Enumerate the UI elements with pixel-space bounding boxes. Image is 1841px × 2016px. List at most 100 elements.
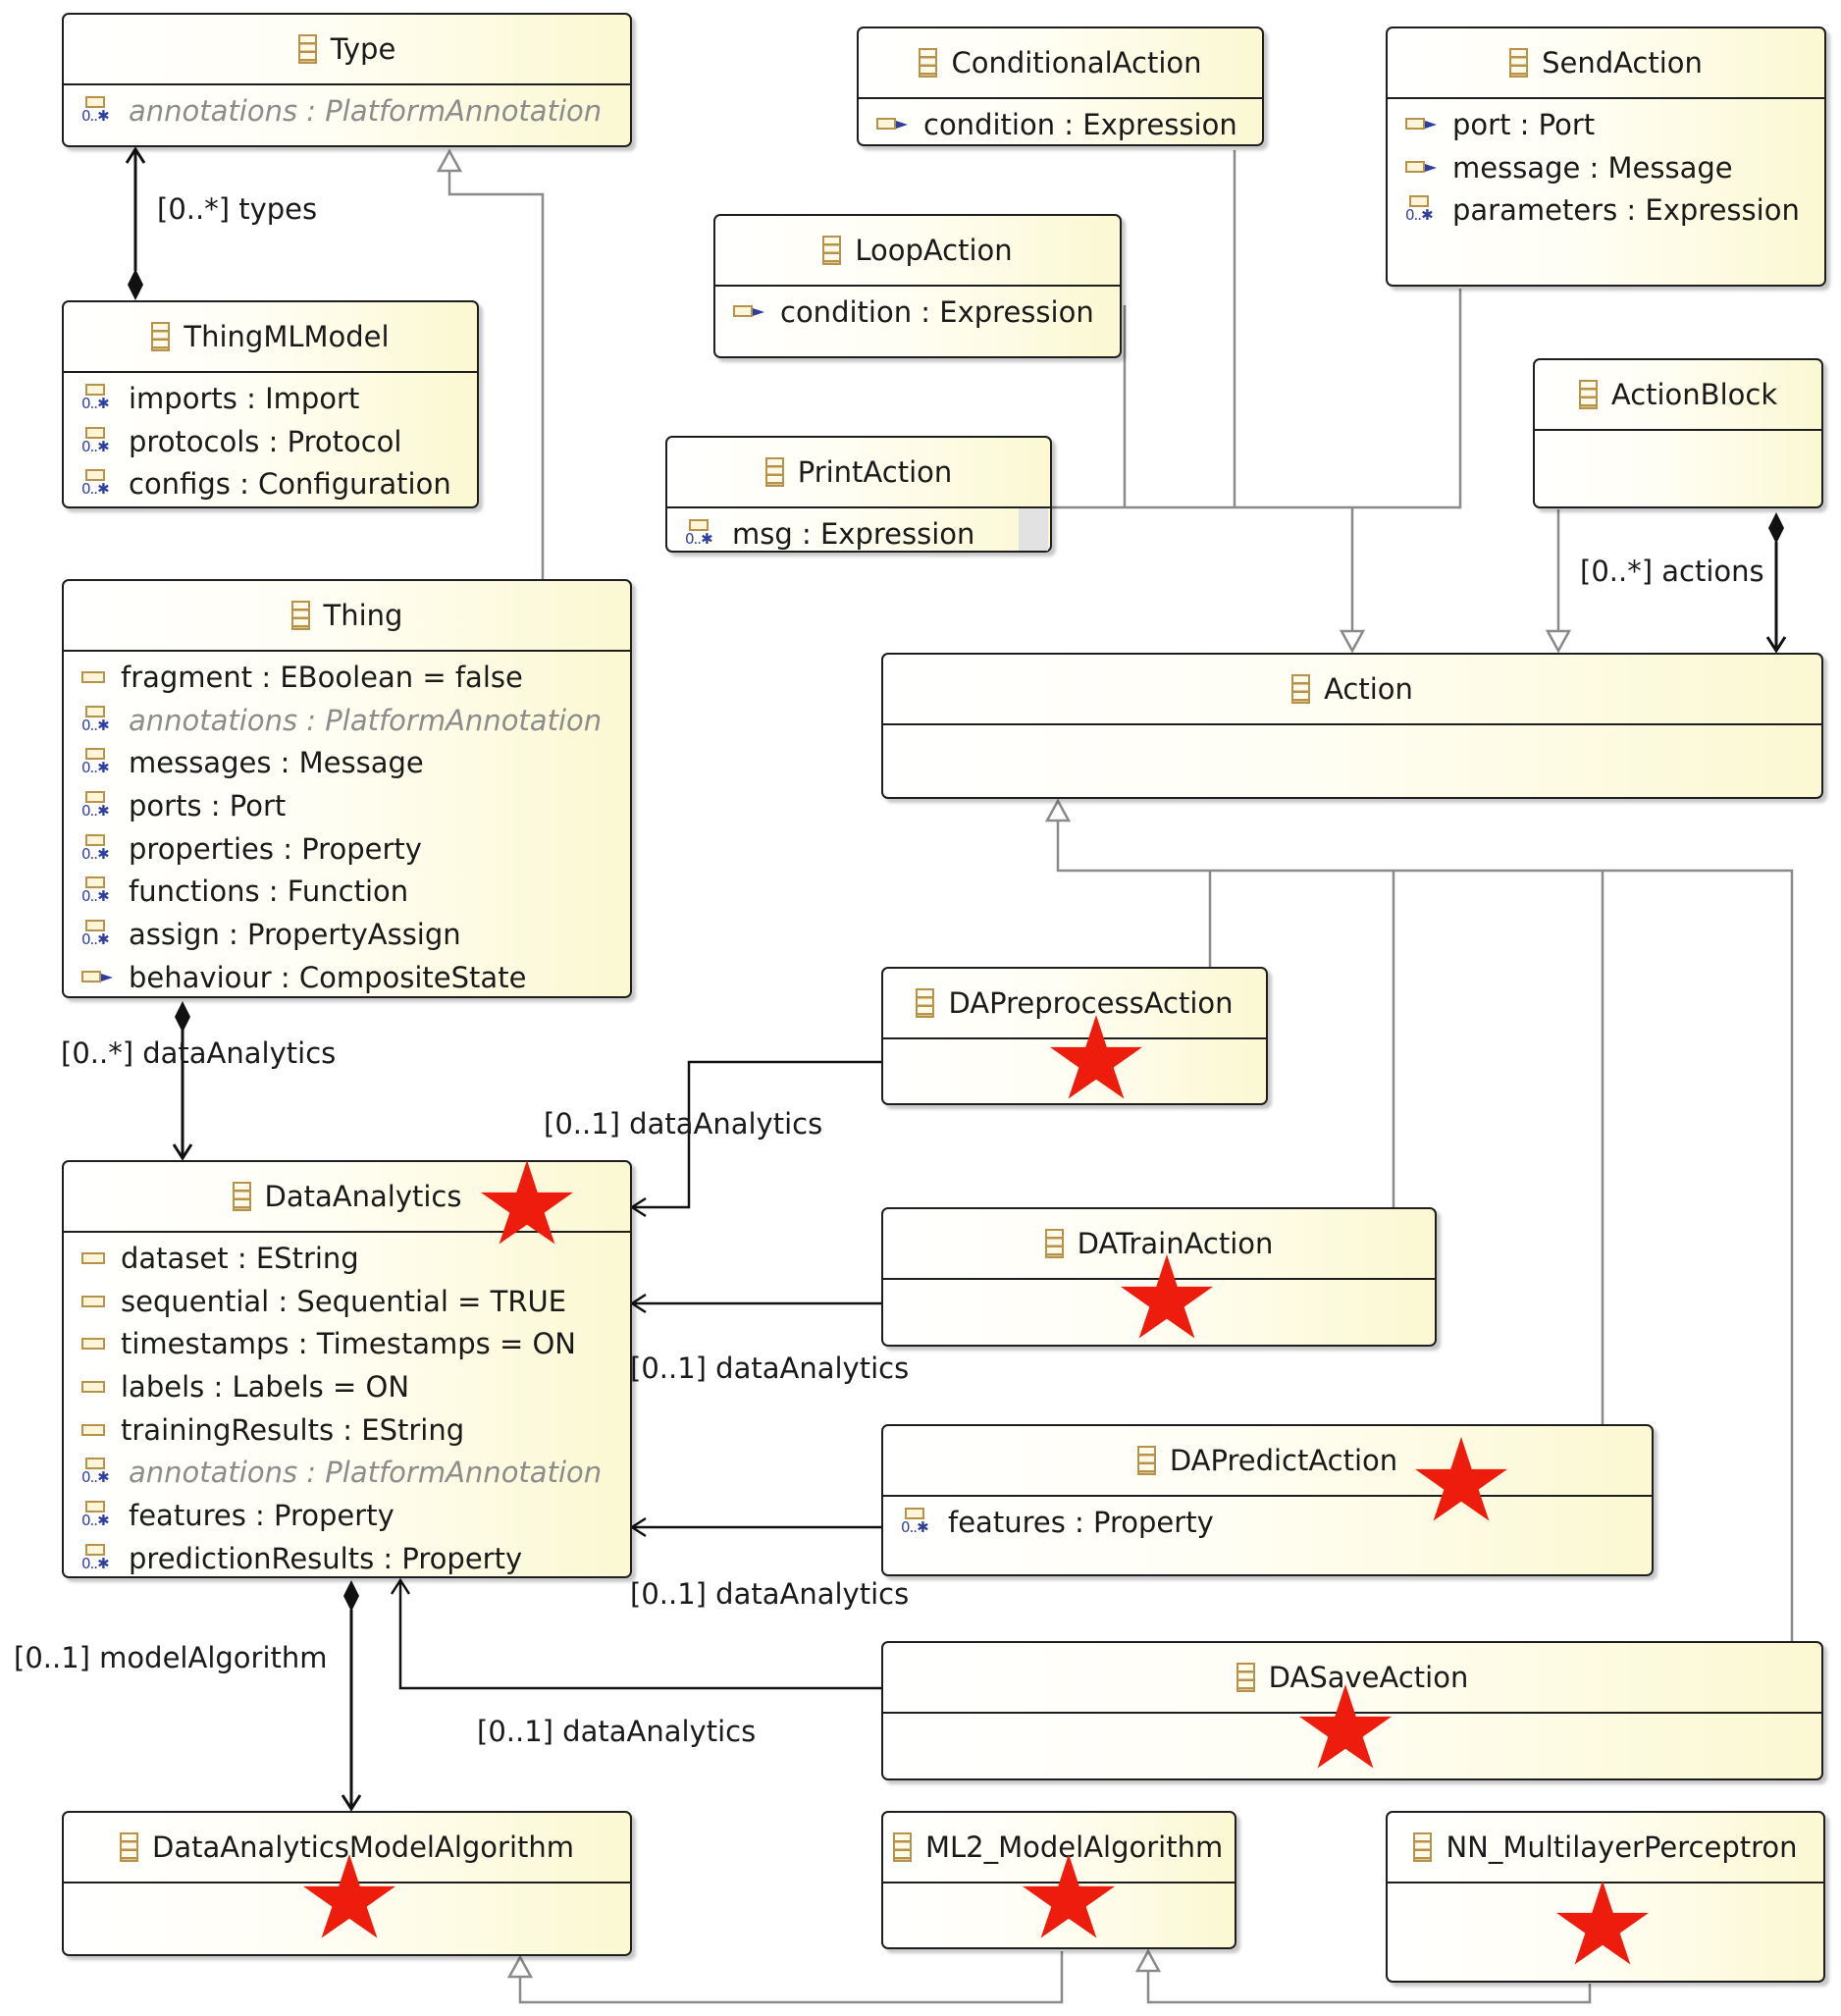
attribute-row[interactable]: imports : Import bbox=[64, 377, 477, 420]
attribute-text: condition : Expression bbox=[780, 294, 1094, 329]
attribute-icon bbox=[81, 1295, 105, 1307]
attribute-text: msg : Expression bbox=[732, 516, 975, 551]
attribute-row[interactable]: features : Property bbox=[883, 1501, 1652, 1544]
class-icon bbox=[1578, 380, 1598, 409]
class-name: ThingMLModel bbox=[184, 320, 390, 353]
attribute-row[interactable]: behaviour : CompositeState bbox=[64, 956, 630, 999]
class-name: DAPredictAction bbox=[1169, 1444, 1398, 1477]
class-thingml-model[interactable]: ThingMLModel imports : Import protocols :… bbox=[62, 300, 479, 508]
attribute-text: trainingResults : EString bbox=[121, 1412, 465, 1447]
attribute-row[interactable]: ports : Port bbox=[64, 784, 630, 827]
attribute-list: annotations : PlatformAnnotation bbox=[64, 85, 630, 133]
class-name: DASaveAction bbox=[1268, 1661, 1469, 1694]
attribute-list bbox=[883, 725, 1821, 729]
reference-many-icon bbox=[81, 94, 115, 128]
attribute-list bbox=[883, 1039, 1266, 1043]
attribute-row[interactable]: trainingResults : EString bbox=[64, 1408, 630, 1452]
attribute-row[interactable]: timestamps : Timestamps = ON bbox=[64, 1322, 630, 1365]
class-ml2-model-algorithm[interactable]: ML2_ModelAlgorithm bbox=[881, 1811, 1236, 1949]
class-header: PrintAction bbox=[667, 438, 1050, 508]
attribute-row[interactable]: fragment : EBoolean = false bbox=[64, 656, 630, 699]
class-icon bbox=[119, 1832, 138, 1862]
label-save-data-analytics: [0..1] dataAnalytics bbox=[477, 1715, 757, 1748]
class-header: Thing bbox=[64, 581, 630, 652]
attribute-list bbox=[1535, 431, 1821, 435]
class-header: ConditionalAction bbox=[859, 28, 1262, 99]
attribute-row[interactable]: msg : Expression bbox=[667, 512, 1050, 556]
attribute-row[interactable]: condition : Expression bbox=[715, 291, 1120, 334]
reference-many-icon bbox=[81, 382, 115, 415]
class-print-action[interactable]: PrintAction msg : Expression bbox=[665, 436, 1052, 553]
reference-many-icon bbox=[81, 832, 115, 866]
scrollbar-stub[interactable] bbox=[1019, 508, 1048, 551]
attribute-text: behaviour : CompositeState bbox=[129, 960, 527, 994]
class-name: NN_MultilayerPerceptron bbox=[1446, 1830, 1798, 1864]
attribute-row[interactable]: sequential : Sequential = TRUE bbox=[64, 1280, 630, 1323]
class-name: DAPreprocessAction bbox=[948, 986, 1234, 1020]
attribute-text: features : Property bbox=[948, 1505, 1214, 1539]
attribute-row[interactable]: annotations : PlatformAnnotation bbox=[64, 699, 630, 742]
attribute-text: parameters : Expression bbox=[1452, 193, 1800, 228]
class-name: ActionBlock bbox=[1610, 378, 1778, 411]
attribute-row[interactable]: features : Property bbox=[64, 1494, 630, 1537]
class-header: DAPreprocessAction bbox=[883, 969, 1266, 1039]
attribute-row[interactable]: labels : Labels = ON bbox=[64, 1365, 630, 1408]
class-header: ML2_ModelAlgorithm bbox=[883, 1813, 1235, 1883]
attribute-text: message : Message bbox=[1452, 150, 1733, 185]
reference-many-icon bbox=[81, 704, 115, 737]
composition-actionblock-actions bbox=[1765, 512, 1787, 654]
class-header: DASaveAction bbox=[883, 1643, 1821, 1714]
attribute-text: labels : Labels = ON bbox=[121, 1369, 410, 1404]
attribute-row[interactable]: parameters : Expression bbox=[1388, 188, 1824, 232]
class-header: ThingMLModel bbox=[64, 302, 477, 373]
attribute-row[interactable]: message : Message bbox=[1388, 146, 1824, 189]
class-da-train-action[interactable]: DATrainAction bbox=[881, 1207, 1437, 1347]
attribute-text: condition : Expression bbox=[923, 107, 1237, 141]
class-header: Action bbox=[883, 655, 1821, 725]
class-icon bbox=[916, 988, 935, 1018]
attribute-row[interactable]: functions : Function bbox=[64, 870, 630, 913]
attribute-text: predictionResults : Property bbox=[129, 1541, 523, 1575]
attribute-row[interactable]: protocols : Protocol bbox=[64, 420, 477, 463]
attribute-row[interactable]: condition : Expression bbox=[859, 103, 1262, 146]
attribute-row[interactable]: properties : Property bbox=[64, 827, 630, 871]
class-icon bbox=[822, 236, 842, 265]
attribute-text: messages : Message bbox=[129, 746, 424, 780]
class-loop-action[interactable]: LoopAction condition : Expression bbox=[713, 214, 1122, 358]
attribute-row[interactable]: annotations : PlatformAnnotation bbox=[64, 89, 630, 133]
attribute-text: protocols : Protocol bbox=[129, 424, 402, 458]
class-name: Thing bbox=[323, 599, 403, 632]
class-action-block[interactable]: ActionBlock bbox=[1533, 358, 1823, 508]
class-da-model-algorithm[interactable]: DataAnalyticsModelAlgorithm bbox=[62, 1811, 632, 1956]
class-thing[interactable]: Thing fragment : EBoolean = falseannotat… bbox=[62, 579, 632, 998]
attribute-list: condition : Expression bbox=[715, 287, 1120, 334]
attribute-icon bbox=[81, 1423, 105, 1436]
class-icon bbox=[232, 1182, 251, 1211]
reference-many-icon bbox=[81, 789, 115, 822]
class-conditional-action[interactable]: ConditionalAction condition : Expression bbox=[857, 27, 1264, 146]
attribute-list: fragment : EBoolean = falseannotations :… bbox=[64, 652, 630, 999]
attribute-text: ports : Port bbox=[129, 788, 287, 822]
attribute-row[interactable]: dataset : EString bbox=[64, 1237, 630, 1280]
class-da-predict-action[interactable]: DAPredictAction features : Property bbox=[881, 1424, 1654, 1576]
label-model-algorithm: [0..1] modelAlgorithm bbox=[14, 1641, 328, 1674]
attribute-row[interactable]: configs : Configuration bbox=[64, 462, 477, 505]
attribute-row[interactable]: port : Port bbox=[1388, 103, 1824, 146]
reference-many-icon bbox=[81, 467, 115, 501]
attribute-text: features : Property bbox=[129, 1498, 394, 1532]
class-name: DataAnalytics bbox=[264, 1180, 462, 1213]
class-da-preprocess-action[interactable]: DAPreprocessAction bbox=[881, 967, 1268, 1105]
reference-many-icon bbox=[81, 1499, 115, 1532]
class-action[interactable]: Action bbox=[881, 653, 1823, 799]
attribute-row[interactable]: assign : PropertyAssign bbox=[64, 913, 630, 956]
reference-many-icon bbox=[81, 1542, 115, 1575]
class-name: DataAnalyticsModelAlgorithm bbox=[151, 1830, 575, 1864]
label-types: [0..*] types bbox=[157, 192, 318, 226]
attribute-row[interactable]: messages : Message bbox=[64, 741, 630, 784]
class-type[interactable]: Type annotations : PlatformAnnotation bbox=[62, 13, 632, 147]
attribute-row[interactable]: predictionResults : Property bbox=[64, 1537, 630, 1580]
attribute-list: port : Port message : Message parameters :… bbox=[1388, 99, 1824, 232]
attribute-row[interactable]: annotations : PlatformAnnotation bbox=[64, 1451, 630, 1494]
